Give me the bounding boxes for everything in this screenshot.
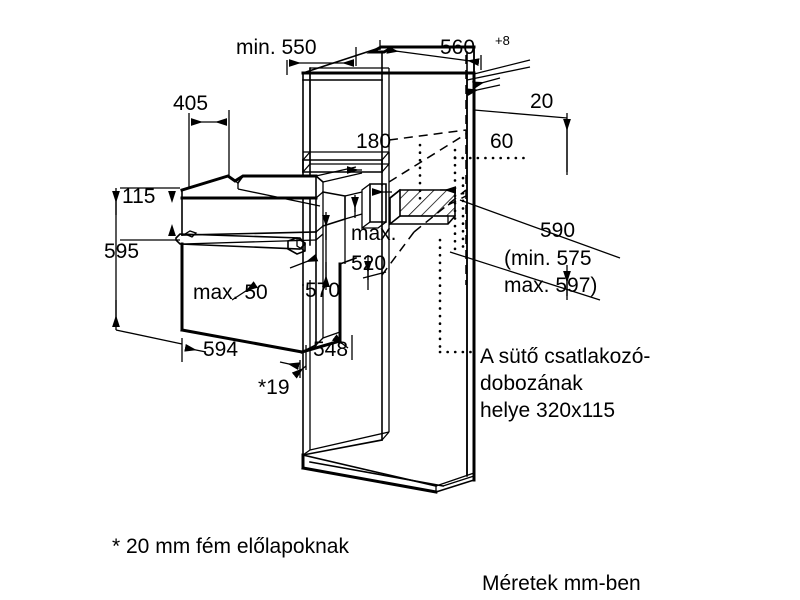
label-590-min: (min. 575 xyxy=(504,247,592,270)
units-note: Méretek mm-ben xyxy=(482,572,641,595)
label-560: 560 xyxy=(440,36,475,59)
label-min-550: min. 550 xyxy=(236,36,317,59)
hidden-edges-dashed xyxy=(381,55,467,285)
label-590: 590 xyxy=(540,219,575,242)
support-bracket-section xyxy=(361,183,457,230)
label-595: 595 xyxy=(104,240,139,263)
label-115: 115 xyxy=(122,185,155,208)
label-548: 548 xyxy=(313,338,348,361)
label-560-tolerance: +8 xyxy=(495,33,510,48)
label-594: 594 xyxy=(203,338,238,361)
label-590-max: max. 597) xyxy=(504,274,597,297)
label-520: 520 xyxy=(351,252,386,275)
cabinet-carcass xyxy=(301,45,531,494)
label-max: max. xyxy=(351,222,397,245)
label-19-footnote: *19 xyxy=(258,376,290,399)
metal-front-footnote: * 20 mm fém előlapoknak xyxy=(112,535,349,558)
label-180: 180 xyxy=(356,130,391,153)
oven-appliance xyxy=(175,166,363,354)
junction-box-note-line1: A sütő csatlakozó- xyxy=(480,345,650,368)
label-570: 570 xyxy=(305,279,340,302)
junction-box-note-line2: dobozának xyxy=(480,372,583,395)
dimension-labels: min. 550 560 +8 20 405 180 60 115 595 ma… xyxy=(104,33,650,595)
dimension-lines xyxy=(112,40,621,379)
junction-box-note-line3: helye 320x115 xyxy=(480,399,615,422)
junction-box-dotted-guides xyxy=(418,143,532,354)
label-max-50: max. 50 xyxy=(193,281,268,304)
label-60: 60 xyxy=(490,130,513,153)
label-405: 405 xyxy=(173,92,208,115)
label-20: 20 xyxy=(530,90,553,113)
